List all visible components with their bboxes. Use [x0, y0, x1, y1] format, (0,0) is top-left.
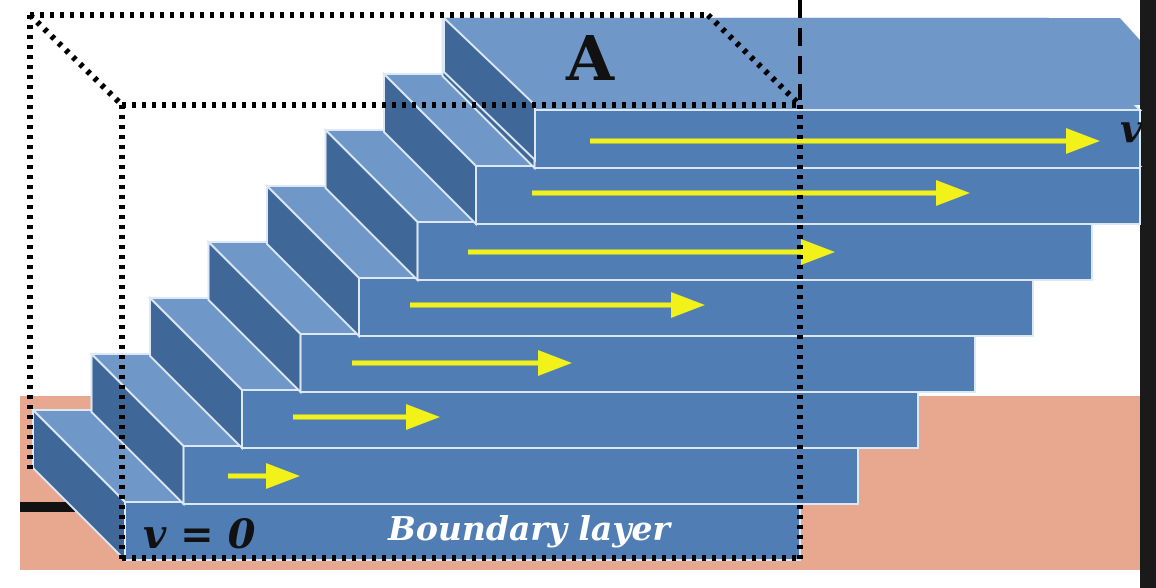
- arrow-head: [266, 463, 300, 489]
- velocity-arrow: [228, 463, 300, 489]
- arrow-head: [671, 292, 705, 318]
- wall-stub: [20, 502, 75, 512]
- box-top-left-diag: [27, 12, 125, 108]
- velocity-arrow: [590, 128, 1100, 154]
- velocity-arrow: [532, 180, 970, 206]
- arrow-head: [406, 404, 440, 430]
- top-plate-face: [444, 18, 1140, 105]
- velocity-arrow: [410, 292, 705, 318]
- velocity-zero-label: v = 0: [143, 511, 256, 558]
- boundary-layer-label: Boundary layer: [387, 509, 672, 548]
- ground-bottom-strip: [0, 570, 1156, 588]
- velocity-top-label: v: [1120, 106, 1143, 151]
- box-top-right-diag: [705, 12, 803, 108]
- velocity-arrow: [293, 404, 440, 430]
- plate-label: A: [565, 22, 615, 95]
- right-border: [1140, 0, 1156, 588]
- arrow-head: [538, 350, 572, 376]
- arrow-head: [801, 239, 835, 265]
- left-border: [0, 0, 20, 588]
- top-plate: [443, 15, 1140, 163]
- top-plate-side: [443, 15, 536, 163]
- velocity-arrow: [352, 350, 572, 376]
- arrow-head: [1066, 128, 1100, 154]
- velocity-arrow: [468, 239, 835, 265]
- dotted-control-box: [27, 12, 803, 561]
- velocity-arrows: [228, 128, 1100, 489]
- arrow-head: [936, 180, 970, 206]
